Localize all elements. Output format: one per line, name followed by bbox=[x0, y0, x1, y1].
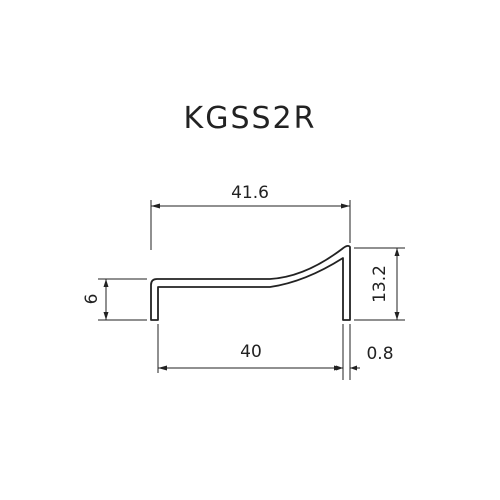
dimension-inner-width: 40 bbox=[157, 324, 344, 380]
overall-width-label: 41.6 bbox=[231, 183, 269, 203]
wall-thickness-label: 0.8 bbox=[366, 344, 393, 364]
profile-shape bbox=[150, 244, 351, 321]
right-height-label: 13.2 bbox=[370, 265, 390, 303]
left-height-label: 6 bbox=[82, 294, 102, 305]
dimension-left-height: 6 bbox=[82, 278, 147, 321]
inner-width-label: 40 bbox=[240, 342, 262, 362]
dimension-overall-width: 41.6 bbox=[150, 183, 351, 250]
product-code-title: KGSS2R bbox=[184, 101, 317, 136]
dimension-right-height: 13.2 bbox=[354, 247, 405, 321]
dimension-wall-thickness: 0.8 bbox=[336, 324, 394, 380]
